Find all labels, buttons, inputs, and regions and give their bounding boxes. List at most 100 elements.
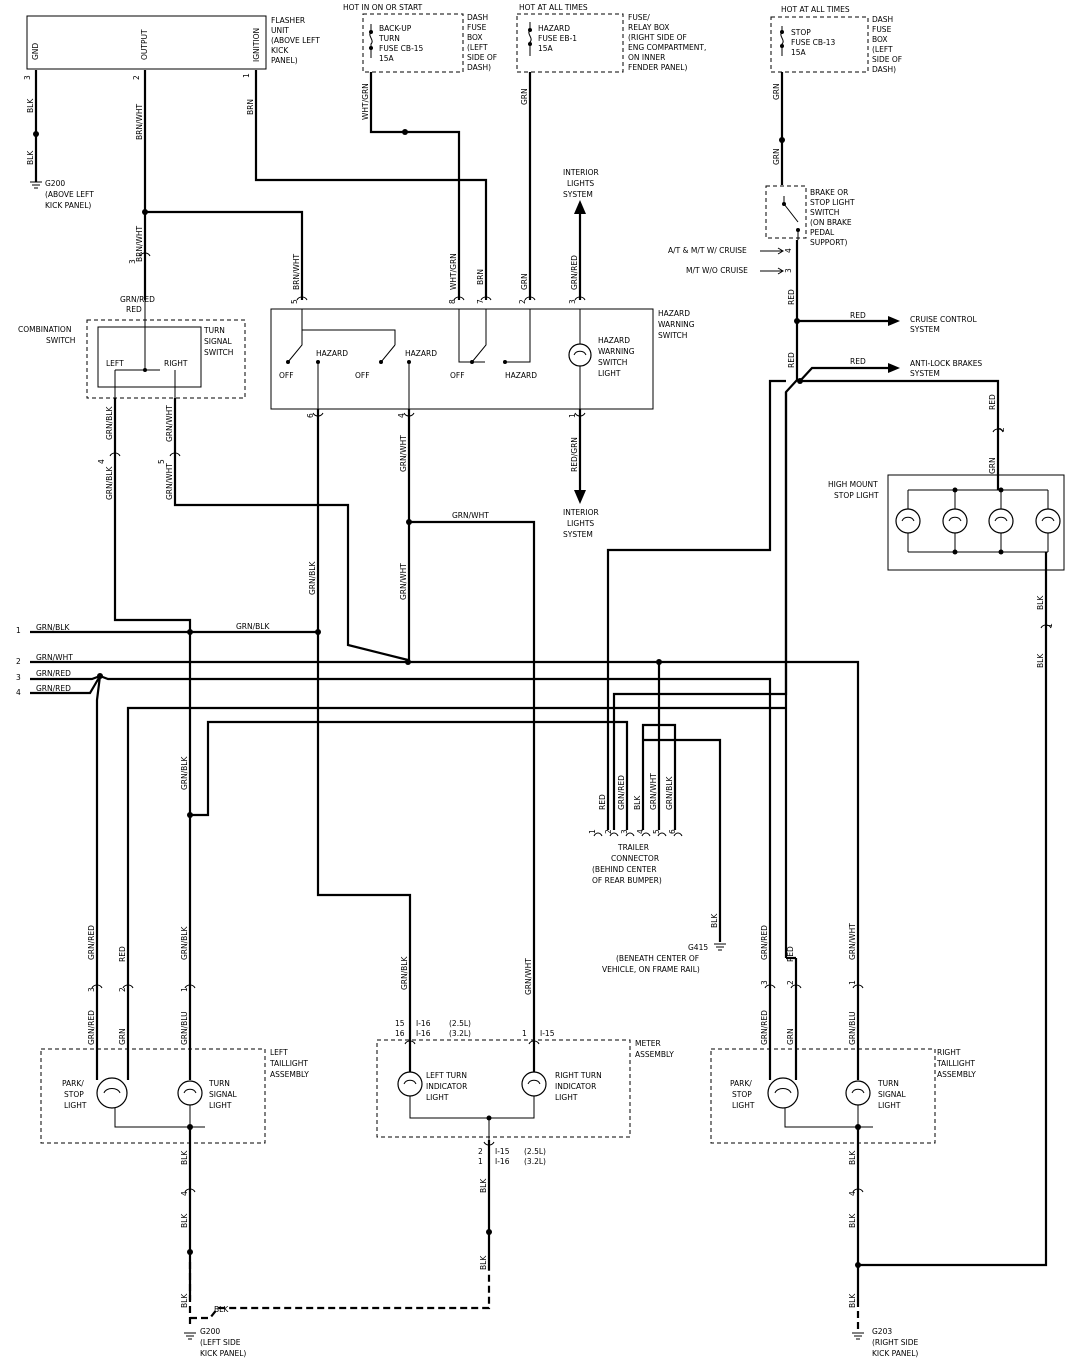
right-turn-label: TURN SIGNAL LIGHT: [877, 1079, 907, 1110]
svg-text:LIGHT: LIGHT: [426, 1093, 449, 1102]
svg-text:SWITCH: SWITCH: [598, 358, 627, 367]
turn-switch-contacts: [114, 300, 176, 398]
wire-flasher-ignition: [254, 70, 488, 300]
svg-text:G203: G203: [872, 1327, 892, 1336]
meter-connector-left: 15 16 I-16 I-16 (2.5L) (3.2L): [395, 1019, 471, 1038]
svg-text:PARK/: PARK/: [730, 1079, 752, 1088]
label-grn-blk-haz: GRN/BLK: [308, 561, 317, 595]
svg-text:INTERIOR: INTERIOR: [563, 508, 599, 517]
svg-text:SWITCH: SWITCH: [204, 348, 233, 357]
label-grn-wht-haz-1: GRN/WHT: [399, 435, 408, 472]
arrow-cruise-icon: [888, 316, 900, 326]
svg-text:4: 4: [16, 688, 21, 697]
label-blk-hm-1: BLK: [1036, 595, 1045, 610]
svg-text:SYSTEM: SYSTEM: [910, 369, 940, 378]
svg-text:SWITCH: SWITCH: [810, 208, 839, 217]
svg-text:3: 3: [568, 299, 577, 304]
cruise-control-label: CRUISE CONTROL SYSTEM: [910, 315, 977, 334]
svg-text:TURN: TURN: [877, 1079, 899, 1088]
svg-text:(3.2L): (3.2L): [449, 1029, 471, 1038]
svg-text:CRUISE CONTROL: CRUISE CONTROL: [910, 315, 977, 324]
pin-3-comb: 3: [128, 259, 137, 264]
wire-brake-cross: [126, 706, 786, 990]
label-red-lt: RED: [118, 946, 127, 962]
svg-text:ASSEMBLY: ASSEMBLY: [635, 1050, 674, 1059]
flasher-pin-gnd: GND: [31, 43, 40, 60]
arrow-abs-icon: [888, 363, 900, 373]
svg-text:LIGHT: LIGHT: [209, 1101, 232, 1110]
svg-text:LIGHTS: LIGHTS: [567, 519, 594, 528]
hazard-switch-contacts: [287, 309, 531, 409]
svg-text:ANTI-LOCK BRAKES: ANTI-LOCK BRAKES: [910, 359, 982, 368]
hazard-light-label: HAZARD WARNING SWITCH LIGHT: [598, 336, 635, 378]
svg-text:(ABOVE LEFT: (ABOVE LEFT: [45, 190, 94, 199]
label-red-brake-1: RED: [787, 289, 796, 305]
svg-text:6: 6: [306, 413, 315, 418]
svg-text:15A: 15A: [379, 54, 395, 63]
label-brn-1: BRN: [246, 99, 255, 115]
wire-grn-blk-trailer: [641, 723, 677, 830]
hazard-pin-numbers-top: 5 8 7 2 3: [290, 299, 577, 304]
label-grn-wht-comb-1: GRN/WHT: [165, 405, 174, 442]
label-red-hm: RED: [988, 394, 997, 410]
svg-text:(LEFT SIDE: (LEFT SIDE: [200, 1338, 241, 1347]
hazard-off-3: OFF: [450, 371, 465, 380]
wire-blk-g415: [643, 738, 722, 942]
svg-text:G415: G415: [688, 943, 708, 952]
pin-3-lt: 3: [87, 987, 96, 992]
svg-text:BACK-UP: BACK-UP: [379, 24, 412, 33]
svg-text:STOP: STOP: [64, 1090, 84, 1099]
svg-text:16: 16: [395, 1029, 405, 1038]
right-taillight-label: RIGHT TAILLIGHT ASSEMBLY: [936, 1048, 976, 1079]
cruise-variant-1: A/T & M/T W/ CRUISE: [668, 246, 747, 255]
svg-text:KICK PANEL): KICK PANEL): [200, 1349, 246, 1358]
svg-text:1: 1: [478, 1157, 483, 1166]
right-turn-bulb-icon: [845, 1080, 871, 1106]
wire-comb-right: [173, 398, 409, 662]
combination-switch-box: [86, 319, 246, 399]
left-taillight-box: [40, 1048, 266, 1144]
g200-bottom-label: G200 (LEFT SIDE KICK PANEL): [200, 1327, 246, 1358]
svg-text:SIDE OF: SIDE OF: [872, 55, 902, 64]
svg-text:I-15: I-15: [540, 1029, 555, 1038]
svg-text:HAZARD: HAZARD: [658, 309, 690, 318]
hazard-light-bulb-icon: [568, 343, 592, 367]
svg-text:4: 4: [636, 829, 645, 834]
trailer-connector-pins: 1 2 3 4 5 6: [588, 829, 677, 834]
svg-text:LIGHT: LIGHT: [598, 369, 621, 378]
label-red-comb: RED: [126, 305, 142, 314]
right-taillight-box: [710, 1048, 936, 1144]
flasher-pin-num-1: 1: [242, 73, 251, 78]
svg-text:2: 2: [16, 657, 21, 666]
g200-bottom-ground-icon: [184, 1332, 196, 1340]
label-red-brake-2: RED: [787, 352, 796, 368]
svg-text:VEHICLE, ON FRAME RAIL): VEHICLE, ON FRAME RAIL): [602, 965, 700, 974]
svg-text:3: 3: [16, 673, 21, 682]
svg-text:GRN/BLK: GRN/BLK: [36, 623, 70, 632]
svg-text:TURN: TURN: [378, 34, 400, 43]
meter-assembly-box: [376, 1039, 631, 1138]
meter-connector-bottom: 2 1 I-15 I-16 (2.5L) (3.2L): [478, 1147, 546, 1166]
svg-text:4: 4: [397, 413, 406, 418]
label-grn-red-rt: GRN/RED: [760, 925, 769, 960]
label-grn-red-lt-2: GRN/RED: [87, 1010, 96, 1045]
svg-text:2: 2: [518, 299, 527, 304]
wire-edge-grn-wht: [30, 660, 860, 990]
right-park-stop-label: PARK/ STOP LIGHT: [730, 1079, 755, 1110]
fusebox1-fuse-label: BACK-UP TURN FUSE CB-15 15A: [378, 24, 424, 63]
svg-text:8: 8: [448, 299, 457, 304]
svg-text:PARK/: PARK/: [62, 1079, 84, 1088]
label-grn-red-comb: GRN/RED: [120, 295, 155, 304]
meter-assembly-label: METER ASSEMBLY: [635, 1039, 674, 1059]
wire-red-trailer: [606, 379, 786, 830]
trailer-connector-wires: RED GRN/RED BLK GRN/WHT GRN/BLK: [598, 773, 674, 810]
svg-text:STOP: STOP: [732, 1090, 752, 1099]
cruise-variant-2: M/T W/O CRUISE: [686, 266, 748, 275]
wire-edge-grn-red-3: [30, 674, 772, 990]
brake-switch-contact: [783, 196, 799, 240]
left-turn-bulb-icon: [177, 1080, 203, 1106]
svg-text:2: 2: [604, 829, 613, 834]
turn-left-label: LEFT: [106, 359, 124, 368]
svg-text:5: 5: [290, 299, 299, 304]
